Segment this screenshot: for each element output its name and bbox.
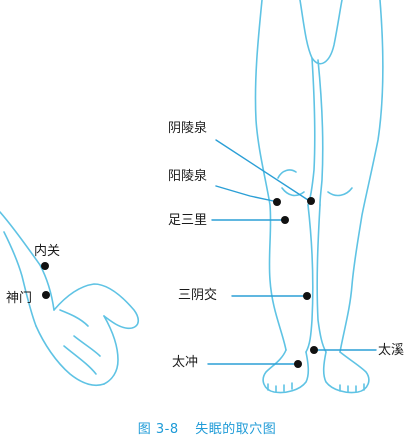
point-sanyinjiao [303, 292, 311, 300]
hand-outline [0, 211, 140, 387]
label-taixi: 太溪 [378, 343, 405, 358]
acupoint-markers [41, 197, 318, 368]
label-sanyinjiao: 三阴交 [178, 288, 218, 303]
label-zusanli: 足三里 [168, 213, 208, 228]
label-neiguan: 内关 [34, 244, 61, 259]
point-yanglingquan [273, 198, 281, 206]
leader-lines [207, 139, 377, 365]
point-taichong [294, 360, 302, 368]
legs-outline [254, 0, 384, 394]
label-taichong: 太冲 [172, 355, 199, 370]
figure-caption: 图 3-8 失眠的取穴图 [0, 418, 414, 437]
point-neiguan [41, 262, 49, 270]
label-shenmen: 神门 [6, 291, 33, 306]
caption-number: 图 3-8 [137, 422, 179, 437]
caption-title: 失眠的取穴图 [195, 422, 277, 437]
label-yanglingquan: 阳陵泉 [168, 169, 208, 184]
label-yinlingquan: 阴陵泉 [168, 121, 208, 136]
point-taixi [310, 346, 318, 354]
point-zusanli [281, 216, 289, 224]
point-shenmen [42, 291, 50, 299]
point-yinlingquan [307, 197, 315, 205]
